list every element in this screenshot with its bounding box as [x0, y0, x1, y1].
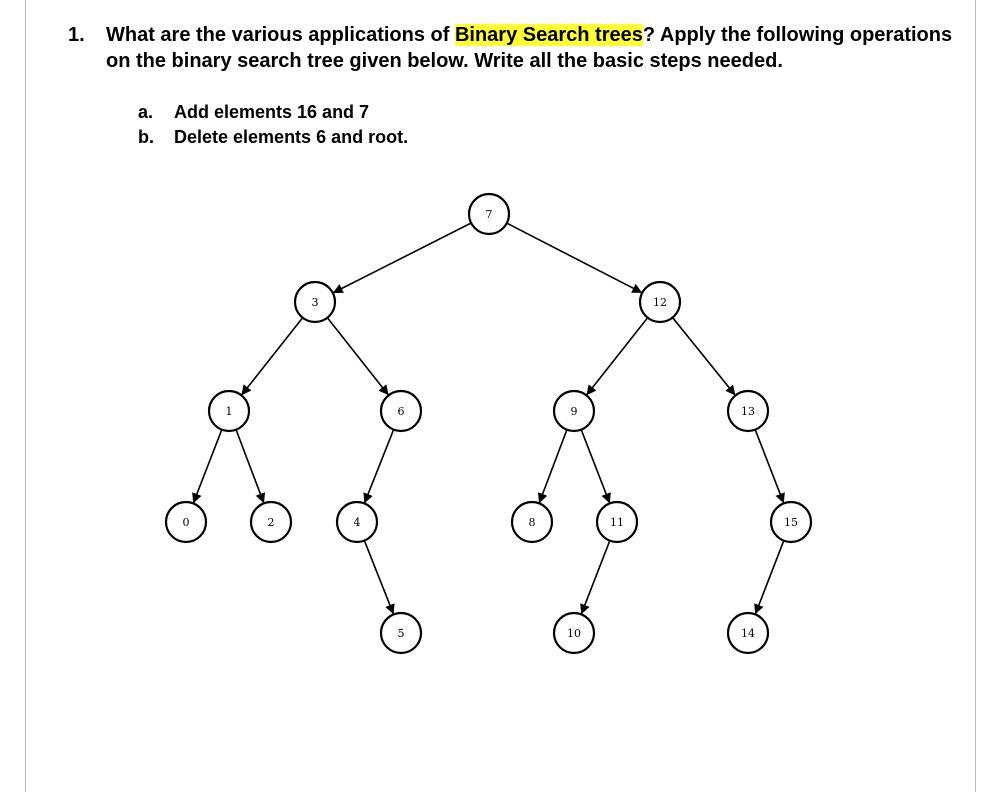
tree-node-6: 6	[379, 389, 423, 433]
tree-node-5: 5	[379, 611, 423, 655]
page-border-left	[25, 0, 26, 792]
tree-node-circle	[726, 611, 770, 655]
tree-node-3: 3	[293, 280, 337, 324]
tree-edge-9-to-8	[537, 429, 568, 504]
tree-edge-12-to-13	[671, 317, 736, 396]
subquestion-b: b. Delete elements 6 and root.	[138, 125, 408, 150]
tree-node-circle	[293, 280, 337, 324]
tree-node-label: 10	[567, 627, 581, 640]
tree-node-label: 2	[268, 516, 275, 529]
tree-node-circle	[638, 280, 682, 324]
tree-edge-3-to-1	[241, 317, 304, 396]
tree-edge-7-to-3	[332, 222, 472, 294]
tree-node-circle	[467, 192, 511, 236]
tree-edge-4-to-5	[363, 540, 395, 615]
tree-edge-13-to-15	[754, 429, 785, 504]
tree-node-circle	[769, 500, 813, 544]
tree-node-circle	[379, 389, 423, 433]
tree-node-1: 1	[207, 389, 251, 433]
tree-node-9: 9	[552, 389, 596, 433]
tree-node-label: 9	[571, 405, 578, 418]
tree-node-circle	[510, 500, 554, 544]
tree-node-label: 6	[398, 405, 405, 418]
tree-node-label: 11	[610, 516, 624, 529]
tree-edge-1-to-2	[235, 429, 266, 504]
tree-node-label: 4	[354, 516, 361, 529]
tree-node-label: 3	[312, 296, 319, 309]
tree-node-label: 5	[398, 627, 405, 640]
question-number: 1.	[68, 24, 85, 46]
tree-node-14: 14	[726, 611, 770, 655]
tree-node-10: 10	[552, 611, 596, 655]
tree-node-circle	[249, 500, 293, 544]
highlighted-term: Binary Search trees	[454, 24, 643, 46]
tree-node-circle	[207, 389, 251, 433]
tree-node-label: 8	[529, 516, 536, 529]
subquestion-text: Add elements 16 and 7	[174, 102, 370, 122]
subquestion-text: Delete elements 6 and root.	[174, 127, 409, 147]
tree-edge-12-to-9	[586, 317, 649, 396]
question-text-end: ? Apply the following operations on the …	[106, 24, 953, 72]
tree-node-8: 8	[510, 500, 554, 544]
tree-node-label: 15	[784, 516, 798, 529]
tree-node-label: 0	[183, 516, 190, 529]
tree-node-15: 15	[769, 500, 813, 544]
tree-node-circle	[552, 389, 596, 433]
tree-node-4: 4	[335, 500, 379, 544]
tree-edge-11-to-10	[580, 540, 611, 615]
tree-edge-1-to-0	[192, 429, 223, 504]
subquestion-letter: a.	[138, 102, 154, 122]
tree-node-circle	[164, 500, 208, 544]
tree-node-circle	[552, 611, 596, 655]
tree-node-label: 14	[741, 627, 755, 640]
tree-node-0: 0	[164, 500, 208, 544]
subquestion-list: a. Add elements 16 and 7 b. Delete eleme…	[138, 100, 408, 150]
tree-edge-15-to-14	[754, 540, 785, 615]
tree-node-circle	[595, 500, 639, 544]
tree-node-label: 7	[486, 208, 493, 221]
tree-edge-9-to-11	[580, 429, 611, 504]
tree-node-circle	[726, 389, 770, 433]
tree-edge-7-to-12	[506, 222, 643, 294]
tree-node-2: 2	[249, 500, 293, 544]
tree-node-circle	[335, 500, 379, 544]
tree-node-7: 7	[467, 192, 511, 236]
tree-node-13: 13	[726, 389, 770, 433]
subquestion-letter: b.	[138, 127, 154, 147]
question-1: 1. What are the various applications of …	[68, 22, 958, 74]
subquestion-a: a. Add elements 16 and 7	[138, 100, 408, 125]
question-text: What are the various applications of Bin…	[106, 22, 958, 74]
tree-node-circle	[379, 611, 423, 655]
page-border-right	[975, 0, 976, 792]
tree-node-label: 13	[741, 405, 755, 418]
tree-edge-6-to-4	[363, 429, 395, 504]
question-text-start: What are the various applications of	[106, 24, 455, 46]
tree-edge-3-to-6	[326, 317, 389, 396]
tree-node-label: 12	[653, 296, 667, 309]
tree-node-12: 12	[638, 280, 682, 324]
tree-node-11: 11	[595, 500, 639, 544]
tree-node-label: 1	[226, 405, 233, 418]
